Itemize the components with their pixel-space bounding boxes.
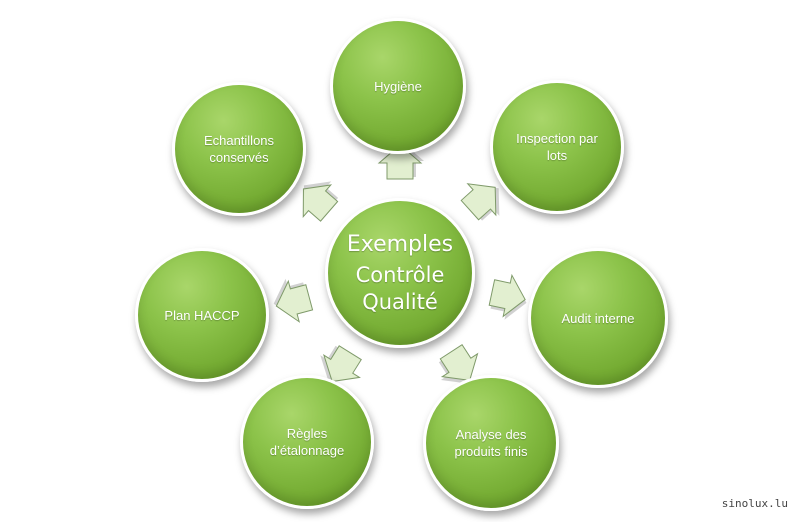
arrow-to-analyse	[438, 344, 479, 384]
node-echantillons-label: Echantillons conservés	[203, 133, 275, 165]
arrow-to-regles	[320, 345, 362, 383]
node-analyse-label: Analyse des produits finis	[454, 427, 528, 459]
center-node: Exemples Contrôle Qualité	[325, 198, 475, 348]
node-hygiene-label: Hygiène	[374, 78, 422, 94]
arrow-to-inspection	[460, 183, 500, 221]
node-echantillons-conserves: Echantillons conservés	[172, 82, 306, 216]
node-analyse-produits-finis: Analyse des produits finis	[423, 375, 559, 511]
arrow-to-echantillons	[302, 181, 339, 222]
center-subtitle: Contrôle Qualité	[355, 262, 445, 314]
node-audit-interne: Audit interne	[528, 248, 668, 388]
arrow-to-haccp	[273, 278, 314, 323]
node-plan-haccp: Plan HACCP	[135, 248, 269, 382]
node-regles-etalonnage: Règles d’étalonnage	[240, 375, 374, 509]
node-audit-label: Audit interne	[561, 310, 635, 326]
node-regles-label: Règles d’étalonnage	[269, 426, 345, 458]
node-inspection-label: Inspection par lots	[516, 131, 598, 163]
arrow-to-hygiene	[377, 143, 424, 180]
node-inspection-par-lots: Inspection par lots	[490, 80, 624, 214]
node-hygiene: Hygiène	[330, 18, 466, 154]
node-haccp-label: Plan HACCP	[164, 307, 240, 323]
watermark: sinolux.lu	[721, 497, 788, 510]
center-title: Exemples	[346, 231, 454, 257]
arrow-to-audit	[488, 273, 527, 320]
